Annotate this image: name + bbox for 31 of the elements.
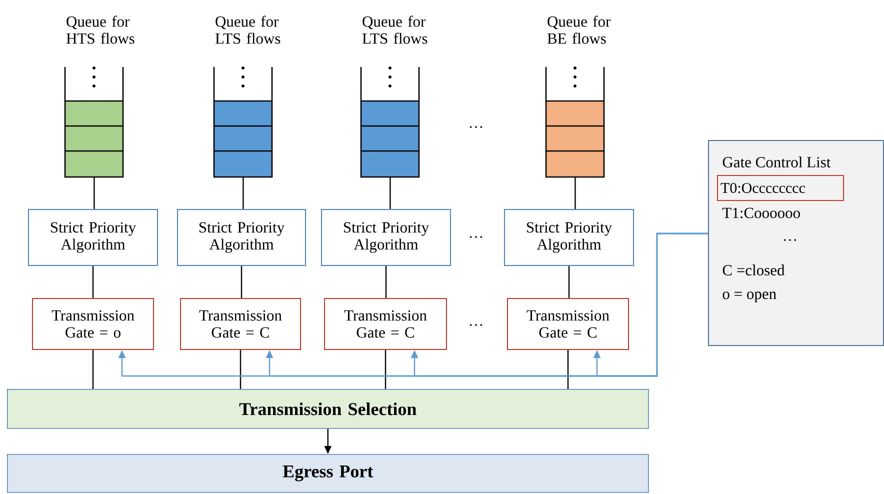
connector — [390, 177, 391, 209]
queue-label: Queue for LTS flows — [362, 16, 428, 44]
queue-label: Queue for LTS flows — [215, 16, 280, 44]
highlight-box: T0:Occcccccc — [717, 175, 844, 201]
queue-label: Queue for HTS flows — [66, 16, 134, 44]
ellipsis: … — [470, 126, 482, 128]
algorithm-box: Strict Priority Algorithm — [177, 209, 306, 266]
gate-box: Transmission Gate = C — [507, 298, 629, 350]
connector — [92, 350, 94, 389]
algorithm-box: Strict Priority Algorithm — [321, 209, 451, 266]
selection-bar: Transmission Selection — [7, 389, 649, 429]
algorithm-box: Strict Priority Algorithm — [504, 209, 634, 266]
port-bar: Egress Port — [7, 454, 649, 493]
connector — [384, 350, 386, 389]
connector — [242, 177, 244, 209]
connector — [385, 266, 387, 298]
gate-box: Transmission Gate = o — [32, 298, 154, 350]
gate-box: Transmission Gate = C — [324, 298, 447, 350]
ellipsis: … — [470, 236, 482, 238]
queue-label: Queue for BE flows — [547, 16, 611, 44]
connector — [593, 232, 708, 377]
connector — [568, 266, 570, 298]
connector — [240, 350, 242, 389]
connector — [567, 350, 569, 389]
connector — [240, 266, 242, 298]
ellipsis: … — [470, 324, 482, 326]
connector — [574, 177, 576, 209]
algorithm-box: Strict Priority Algorithm — [28, 209, 158, 266]
connector — [94, 177, 95, 209]
connector — [92, 266, 94, 298]
gate-box: Transmission Gate = C — [180, 298, 301, 350]
